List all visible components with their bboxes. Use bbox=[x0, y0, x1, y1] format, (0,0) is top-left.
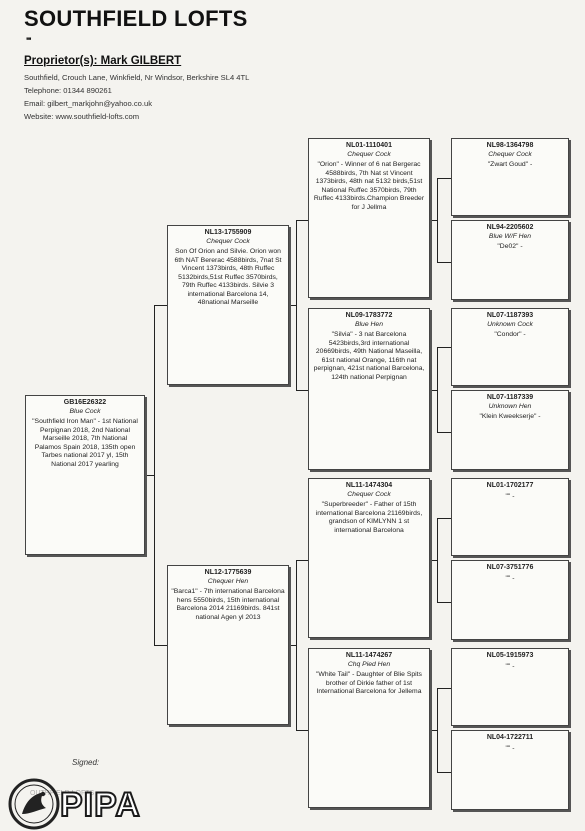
connector bbox=[437, 518, 438, 602]
connector bbox=[437, 347, 438, 432]
bird-description: Chequer Hen bbox=[207, 577, 249, 585]
bird-description: Blue W/F Hen bbox=[488, 232, 532, 240]
bird-description: Blue Cock bbox=[69, 407, 101, 415]
ring-number: NL12-1775639 bbox=[204, 569, 252, 576]
pedigree-card-ggp-6: NL07-3751776 "" - bbox=[451, 560, 569, 640]
ring-number: NL11-1474304 bbox=[345, 482, 393, 489]
connector bbox=[154, 305, 155, 645]
connector bbox=[437, 178, 438, 262]
ring-number: NL01-1702177 bbox=[486, 482, 534, 489]
pedigree-card-sire: NL13-1755909 Chequer Cock Son Of Orion a… bbox=[167, 225, 289, 385]
bird-notes: "White Tail" - Daughter of Blie Spits br… bbox=[316, 671, 422, 696]
pedigree-card-grandsire-paternal: NL01-1110401 Chequer Cock "Orion" - Winn… bbox=[308, 138, 430, 298]
pedigree-card-grandsire-maternal: NL11-1474304 Chequer Cock "Superbreeder"… bbox=[308, 478, 430, 638]
pedigree-card-ggp-7: NL05-1915973 "" - bbox=[451, 648, 569, 726]
bird-notes: "" - bbox=[505, 662, 515, 670]
connector bbox=[430, 390, 438, 391]
connector bbox=[296, 390, 308, 391]
bird-description: Chequer Cock bbox=[488, 150, 532, 158]
pedigree-card-granddam-paternal: NL09-1783772 Blue Hen "Silvia" - 3 nat B… bbox=[308, 308, 430, 470]
connector bbox=[289, 645, 297, 646]
connector bbox=[145, 475, 155, 476]
ring-number: NL07-3751776 bbox=[486, 564, 534, 571]
ring-number: NL09-1783772 bbox=[345, 312, 393, 319]
bird-notes: "Klein Kweekserje" - bbox=[479, 413, 541, 421]
bird-notes: "Silvia" - 3 nat Barcelona 5423birds,3rd… bbox=[313, 331, 425, 381]
bird-description: Chq Pied Hen bbox=[347, 660, 391, 668]
faded-footer-text: OUTHFIELD LOFTS bbox=[30, 790, 95, 797]
ring-number: NL01-1110401 bbox=[346, 142, 392, 149]
bird-notes: "Zwart Goud" - bbox=[487, 161, 533, 169]
bird-notes: "Condor" - bbox=[494, 331, 526, 339]
pigeon-logo-icon bbox=[8, 778, 60, 830]
connector bbox=[437, 688, 451, 689]
connector bbox=[437, 432, 451, 433]
connector bbox=[289, 305, 297, 306]
pedigree-card-ggp-2: NL94-2205602 Blue W/F Hen "De02" - bbox=[451, 220, 569, 300]
connector bbox=[437, 518, 451, 519]
connector bbox=[437, 602, 451, 603]
connector bbox=[296, 220, 297, 390]
bird-notes: "De02" - bbox=[497, 243, 523, 251]
bird-description: Unknown Hen bbox=[488, 402, 532, 410]
pedigree-card-granddam-maternal: NL11-1474267 Chq Pied Hen "White Tail" -… bbox=[308, 648, 430, 808]
pedigree-card-ggp-8: NL04-1722711 "" - bbox=[451, 730, 569, 810]
ring-number: NL94-2205602 bbox=[486, 224, 534, 231]
bird-description: Unknown Cock bbox=[487, 320, 533, 328]
website: Website: www.southfield-lofts.com bbox=[24, 112, 140, 121]
connector bbox=[296, 560, 308, 561]
proprietor: Proprietor(s): Mark GILBERT bbox=[24, 55, 182, 67]
connector bbox=[154, 645, 167, 646]
pipa-logo: PIPA bbox=[59, 785, 141, 825]
loft-title: SOUTHFIELD LOFTS bbox=[24, 6, 248, 31]
pedigree-card-ggp-3: NL07-1187393 Unknown Cock "Condor" - bbox=[451, 308, 569, 386]
ring-number: NL05-1915973 bbox=[486, 652, 534, 659]
ring-number: NL11-1474267 bbox=[345, 652, 393, 659]
connector bbox=[437, 688, 438, 772]
email: Email: gilbert_markjohn@yahoo.co.uk bbox=[24, 99, 153, 108]
bird-notes: "Southfield Iron Man" - 1st National Per… bbox=[32, 418, 138, 468]
connector bbox=[430, 560, 438, 561]
connector bbox=[154, 305, 167, 306]
ring-number: NL13-1755909 bbox=[204, 229, 252, 236]
pedigree-card-ggp-4: NL07-1187339 Unknown Hen "Klein Kweekser… bbox=[451, 390, 569, 470]
connector bbox=[437, 772, 451, 773]
connector bbox=[296, 560, 297, 730]
connector bbox=[296, 730, 308, 731]
title-marks: '''' bbox=[26, 36, 31, 46]
bird-description: Chequer Cock bbox=[206, 237, 250, 245]
bird-notes: "" - bbox=[505, 492, 515, 500]
signed-label: Signed: bbox=[72, 758, 100, 767]
bird-description: Chequer Cock bbox=[347, 490, 391, 498]
bird-notes: Son Of Orion and Silvie. Orion won 6th N… bbox=[174, 248, 282, 307]
address: Southfield, Crouch Lane, Winkfield, Nr W… bbox=[24, 73, 250, 82]
connector bbox=[437, 262, 451, 263]
connector bbox=[437, 178, 451, 179]
bird-notes: "Orion" - Winner of 6 nat Bergerac 4588b… bbox=[313, 161, 425, 211]
connector bbox=[437, 347, 451, 348]
ring-number: NL07-1187393 bbox=[486, 312, 534, 319]
ring-number: NL07-1187339 bbox=[486, 394, 534, 401]
ring-number: GB16E26322 bbox=[63, 399, 107, 406]
connector bbox=[430, 730, 438, 731]
bird-description: Blue Hen bbox=[355, 320, 383, 328]
connector bbox=[296, 220, 308, 221]
bird-notes: "Superbreeder" - Father of 15th internat… bbox=[315, 501, 423, 534]
pedigree-card-dam: NL12-1775639 Chequer Hen "Barca1" - 7th … bbox=[167, 565, 289, 725]
telephone: Telephone: 01344 890261 bbox=[24, 86, 112, 95]
bird-notes: "Barca1" - 7th international Barcelona h… bbox=[171, 588, 285, 621]
ring-number: NL04-1722711 bbox=[486, 734, 534, 741]
bird-notes: "" - bbox=[505, 574, 515, 582]
connector bbox=[430, 220, 438, 221]
pedigree-card-ggp-5: NL01-1702177 "" - bbox=[451, 478, 569, 556]
bird-description: Chequer Cock bbox=[347, 150, 391, 158]
bird-notes: "" - bbox=[505, 744, 515, 752]
pedigree-card-subject: GB16E26322 Blue Cock "Southfield Iron Ma… bbox=[25, 395, 145, 555]
pedigree-card-ggp-1: NL98-1364798 Chequer Cock "Zwart Goud" - bbox=[451, 138, 569, 216]
ring-number: NL98-1364798 bbox=[486, 142, 534, 149]
